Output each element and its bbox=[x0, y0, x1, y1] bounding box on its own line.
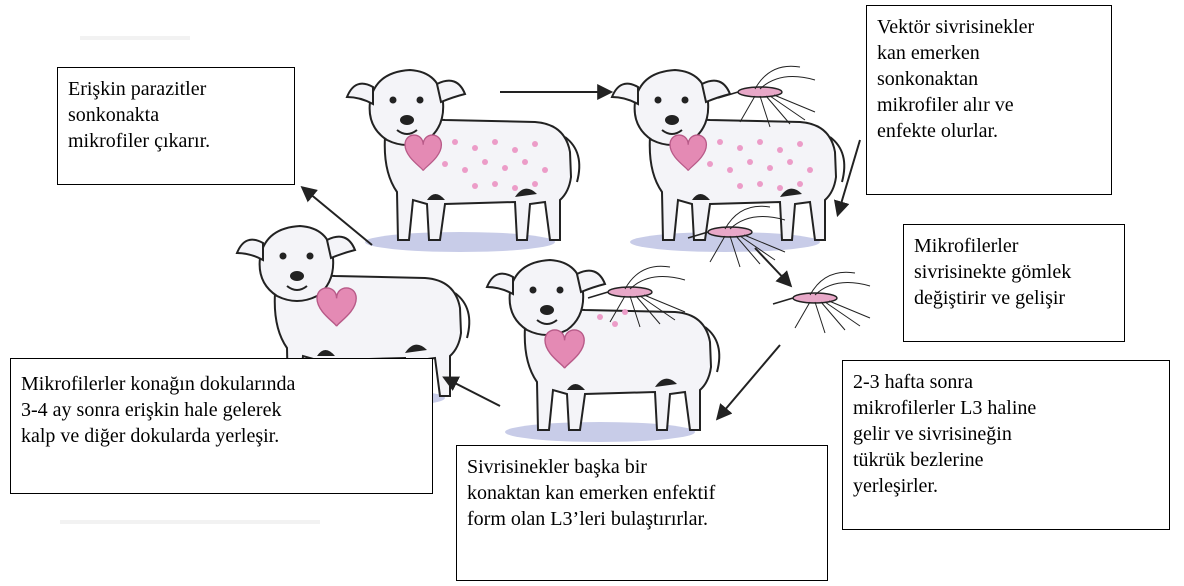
label-line: yerleşirler. bbox=[853, 473, 1159, 499]
cycle-arrow-icon bbox=[445, 378, 500, 406]
label-line: Mikrofilerler konağın dokularında bbox=[21, 371, 422, 397]
label-line: değiştirir ve gelişir bbox=[914, 285, 1114, 311]
label-tissue-maturation: Mikrofilerler konağın dokularında 3-4 ay… bbox=[10, 358, 433, 494]
label-microfilaria-molt: Mikrofilerler sivrisinekte gömlek değişt… bbox=[903, 224, 1125, 342]
cycle-arrow-icon bbox=[755, 248, 790, 285]
label-line: gelir ve sivrisineğin bbox=[853, 421, 1159, 447]
dog-infected-icon bbox=[347, 70, 579, 252]
label-line: mikrofiler çıkarır. bbox=[68, 128, 284, 154]
label-line: kalp ve diğer dokularda yerleşir. bbox=[21, 423, 422, 449]
label-line: form olan L3’leri bulaştırırlar. bbox=[467, 506, 817, 532]
label-line: 2-3 hafta sonra bbox=[853, 369, 1159, 395]
label-line: Vektör sivrisinekler bbox=[877, 14, 1101, 40]
label-line: sivrisinekte gömlek bbox=[914, 259, 1114, 285]
label-vector-mosquitoes: Vektör sivrisinekler kan emerken sonkona… bbox=[866, 5, 1112, 195]
label-line: sonkonakta bbox=[68, 102, 284, 128]
mosquito-icon bbox=[718, 66, 815, 127]
label-line: tükrük bezlerine bbox=[853, 447, 1159, 473]
label-line: mikrofilerler L3 haline bbox=[853, 395, 1159, 421]
label-line: Mikrofilerler bbox=[914, 233, 1114, 259]
label-line: mikrofiler alır ve bbox=[877, 92, 1101, 118]
label-l3-stage: 2-3 hafta sonra mikrofilerler L3 haline … bbox=[842, 360, 1170, 530]
dog-heart-icon bbox=[487, 260, 719, 442]
label-line: enfekte olurlar. bbox=[877, 118, 1101, 144]
label-line: Sivrisinekler başka bir bbox=[467, 454, 817, 480]
label-adult-parasites: Erişkin parazitler sonkonakta mikrofiler… bbox=[57, 67, 295, 185]
label-line: 3-4 ay sonra erişkin hale gelerek bbox=[21, 397, 422, 423]
label-line: konaktan kan emerken enfektif bbox=[467, 480, 817, 506]
label-line: Erişkin parazitler bbox=[68, 76, 284, 102]
label-line: sonkonaktan bbox=[877, 66, 1101, 92]
label-transmission: Sivrisinekler başka bir konaktan kan eme… bbox=[456, 445, 828, 581]
label-line: kan emerken bbox=[877, 40, 1101, 66]
cycle-arrow-icon bbox=[718, 345, 780, 418]
